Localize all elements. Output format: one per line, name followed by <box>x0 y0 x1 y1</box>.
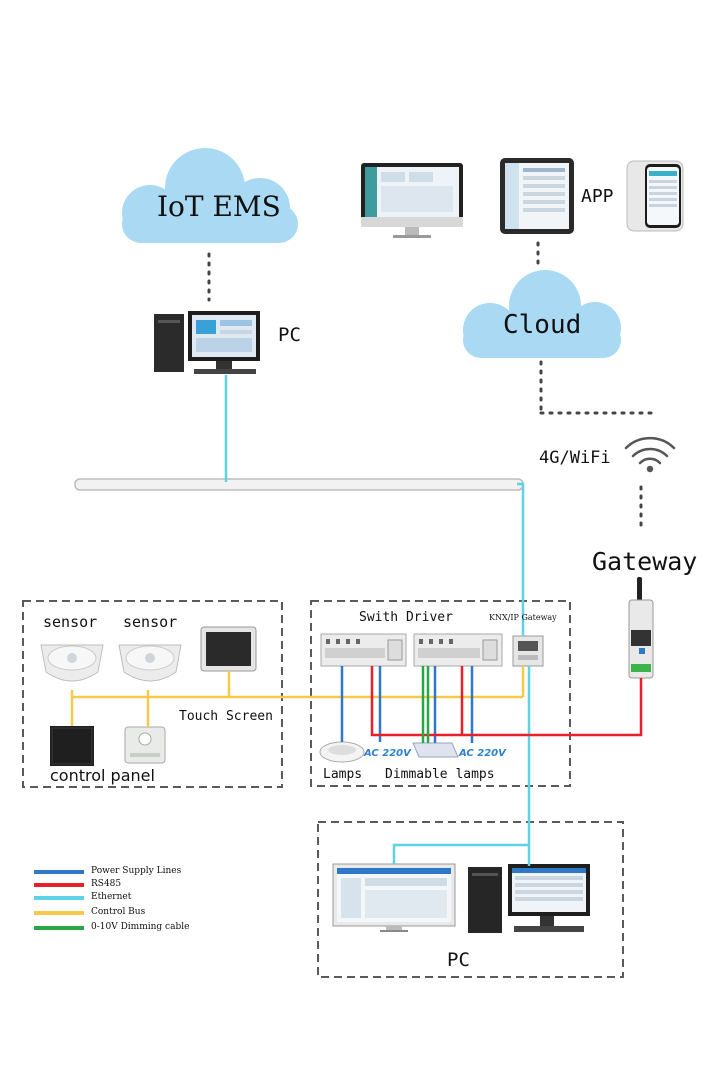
lamps-label: Lamps <box>323 767 363 782</box>
ethernet-backbone <box>74 478 524 491</box>
switch-driver-1-icon <box>320 633 407 667</box>
power-lines <box>340 666 474 743</box>
touch-screen-label: Touch Screen <box>179 709 273 724</box>
pc-top-label: PC <box>278 324 301 346</box>
wireless-links <box>207 241 658 530</box>
switch-driver-2-icon <box>413 633 503 667</box>
ac-220v-label-1: AC 220V <box>364 748 411 759</box>
legend-label: Ethernet <box>91 892 132 902</box>
control-panel-label: control panel <box>50 766 155 785</box>
desktop-monitor-icon <box>361 163 463 238</box>
pc-bottom-label: PC <box>447 949 470 971</box>
app-label: APP <box>581 186 614 207</box>
tablet-icon <box>500 158 574 234</box>
control-bus-lines <box>70 666 525 727</box>
dimmable-lamps-label: Dimmable lamps <box>385 767 495 782</box>
gateway-device-icon <box>628 577 654 679</box>
wifi-label: 4G/WiFi <box>539 448 611 468</box>
sensor-2-label: sensor <box>123 613 178 631</box>
ac-220v-label-2: AC 220V <box>459 748 506 759</box>
dashed-boxes <box>22 600 624 978</box>
legend-swatch-rs485 <box>34 883 84 887</box>
top-pc-icon <box>154 311 260 374</box>
cloud-shape <box>463 270 621 358</box>
legend-label: Power Supply Lines <box>91 866 182 876</box>
bottom-monitor-icon <box>332 863 456 932</box>
iot-ems-label: IoT EMS <box>157 190 281 223</box>
legend-swatch-dimming <box>34 926 84 930</box>
control-panel-icon <box>50 726 94 766</box>
legend-label: 0-10V Dimming cable <box>91 922 190 932</box>
sensor-1-label: sensor <box>43 613 98 631</box>
legend-label: Control Bus <box>91 907 146 917</box>
cloud-label: Cloud <box>503 310 582 340</box>
legend-swatch-power <box>34 870 84 874</box>
switch-driver-label: Swith Driver <box>359 610 453 625</box>
ethernet-lines <box>224 375 531 866</box>
control-bus-module-icon <box>124 726 166 764</box>
phone-icon <box>626 160 684 232</box>
knx-gateway-icon <box>512 635 544 667</box>
gateway-label: Gateway <box>592 547 698 576</box>
sensor-1-icon <box>40 644 104 682</box>
iot-ems-cloud <box>122 148 298 243</box>
rs485-lines <box>370 666 643 737</box>
sensor-2-icon <box>118 644 182 682</box>
legend-label: RS485 <box>91 879 122 889</box>
legend-swatch-control-bus <box>34 911 84 915</box>
dimmable-lamp-icon <box>412 742 459 758</box>
knx-gateway-label: KNX/IP Gateway <box>489 613 557 622</box>
lamp-icon <box>319 741 365 763</box>
dimming-lines <box>421 666 430 743</box>
bottom-pc-icon <box>468 864 590 933</box>
legend-swatch-ethernet <box>34 896 84 900</box>
wifi-icon <box>624 436 676 473</box>
touch-screen-icon <box>200 626 257 672</box>
